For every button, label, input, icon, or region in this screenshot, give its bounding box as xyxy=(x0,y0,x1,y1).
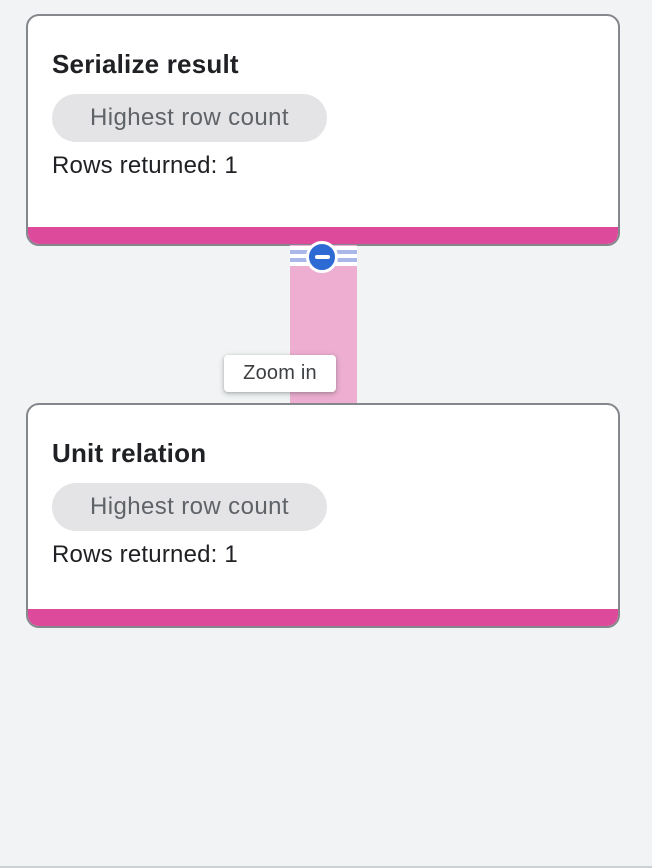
zoom-tooltip-label: Zoom in xyxy=(243,362,317,384)
rows-returned-label: Rows returned: 1 xyxy=(52,152,238,179)
node-card-body: Unit relation Highest row count Rows ret… xyxy=(28,405,618,570)
node-title: Serialize result xyxy=(52,49,239,79)
node-accent-bar xyxy=(28,227,618,244)
highlight-badge: Highest row count xyxy=(52,483,327,531)
minus-circle-icon xyxy=(314,254,330,260)
collapse-button[interactable] xyxy=(306,241,338,273)
zoom-tooltip: Zoom in xyxy=(224,355,336,392)
highlight-badge: Highest row count xyxy=(52,94,327,142)
window-bottom-edge xyxy=(0,866,652,868)
node-accent-bar xyxy=(28,609,618,626)
node-card-body: Serialize result Highest row count Rows … xyxy=(28,16,618,181)
node-title: Unit relation xyxy=(52,438,207,468)
node-card-serialize-result[interactable]: Serialize result Highest row count Rows … xyxy=(26,14,620,246)
rows-returned-label: Rows returned: 1 xyxy=(52,541,238,568)
node-card-unit-relation[interactable]: Unit relation Highest row count Rows ret… xyxy=(26,403,620,628)
